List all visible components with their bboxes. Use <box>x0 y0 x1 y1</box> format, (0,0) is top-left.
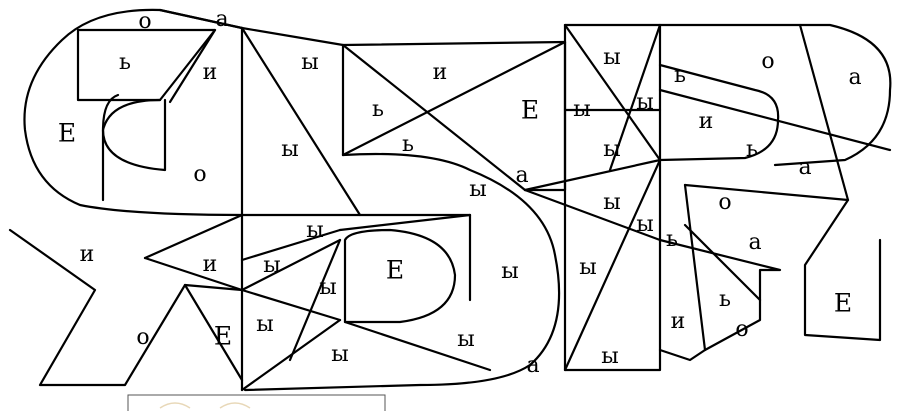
letter-soft: ь <box>666 227 678 252</box>
letter-labels: о а ь и Е о ы ы и ь Е ь ы а ы ы ы ы ы ы … <box>58 7 862 378</box>
letter-E: Е <box>214 322 232 351</box>
shape-bottom-middle <box>240 213 492 392</box>
letter-o: о <box>761 49 774 74</box>
letter-o: о <box>136 325 149 350</box>
letter-o: о <box>193 162 206 187</box>
letter-i: и <box>699 109 714 134</box>
letter-a: а <box>798 155 811 180</box>
letter-y: ы <box>603 45 621 70</box>
letter-E: Е <box>58 119 76 148</box>
letter-a: а <box>515 163 528 188</box>
letter-i: и <box>203 252 218 277</box>
letter-y: ы <box>469 177 487 202</box>
letter-y: ы <box>603 137 621 162</box>
shape-left-c <box>23 8 244 217</box>
letter-o: о <box>735 317 748 342</box>
decorative-frame <box>127 394 386 411</box>
letter-o: о <box>138 9 151 34</box>
letter-y: ы <box>636 212 654 237</box>
letter-i: и <box>203 60 218 85</box>
letter-y: ы <box>331 342 349 367</box>
letter-y: ы <box>579 255 597 280</box>
letter-y: ы <box>319 275 337 300</box>
letter-a: а <box>748 230 761 255</box>
letter-y: ы <box>281 137 299 162</box>
letter-E: Е <box>834 289 852 318</box>
letter-y: ы <box>256 312 274 337</box>
letter-soft: ь <box>719 287 731 312</box>
shape-right-p <box>658 23 892 362</box>
letter-y: ы <box>601 344 619 369</box>
letter-soft: ь <box>372 97 384 122</box>
letter-E: Е <box>521 96 539 125</box>
letter-y: ы <box>603 190 621 215</box>
letter-y: ы <box>501 259 519 284</box>
letter-a: а <box>215 7 228 32</box>
letter-a: а <box>848 65 861 90</box>
letter-o: о <box>718 190 731 215</box>
letter-soft: ь <box>746 137 758 162</box>
shape-top-x-box <box>243 40 567 392</box>
letter-y: ы <box>263 253 281 278</box>
letter-y: ы <box>306 218 324 243</box>
letter-y: ы <box>457 327 475 352</box>
shape-right-column <box>523 23 662 372</box>
letter-y: ы <box>573 97 591 122</box>
letter-y: ы <box>301 50 319 75</box>
shape-bottom-left <box>8 213 244 387</box>
letter-y: ы <box>636 90 654 115</box>
letter-i: и <box>671 309 686 334</box>
letter-soft: ь <box>674 63 686 88</box>
letter-i: и <box>433 60 448 85</box>
letter-a: а <box>526 353 539 378</box>
letter-E: Е <box>386 256 404 285</box>
letter-soft: ь <box>402 132 414 157</box>
letter-soft: ь <box>119 50 131 75</box>
letter-i: и <box>80 242 95 267</box>
